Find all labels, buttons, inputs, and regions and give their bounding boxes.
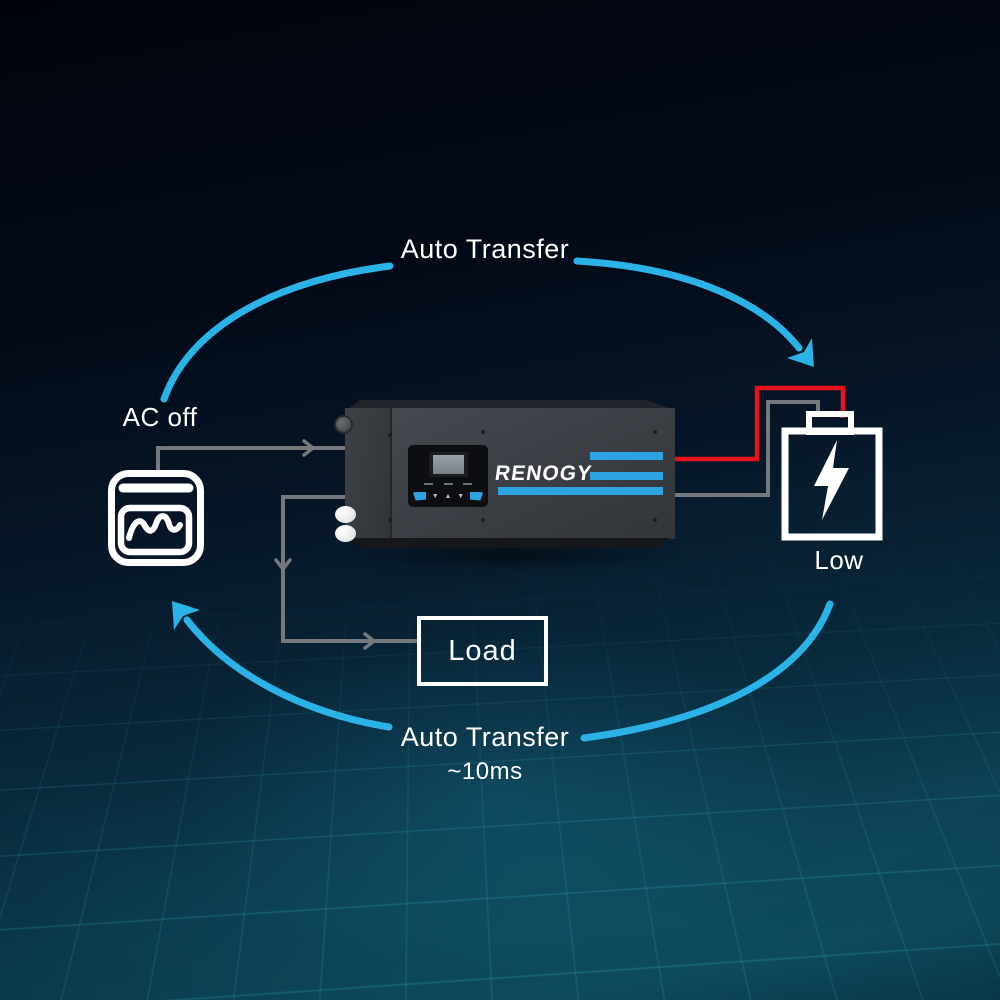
inverter-blue-stripe	[498, 487, 663, 495]
ac-off-label: AC off	[95, 402, 225, 433]
inverter-device: ▼ ▲ ▼ RENOGY	[345, 400, 675, 548]
screw-icon	[481, 430, 485, 434]
screw-icon	[388, 433, 392, 437]
renogy-brand-label: RENOGY	[493, 462, 593, 486]
lightning-bolt-icon	[814, 440, 849, 520]
load-box: Load	[417, 616, 548, 686]
arrow-up-button-icon: ▲	[445, 492, 452, 501]
inverter-blue-stripe	[590, 472, 663, 480]
transfer-time-label: ~10ms	[340, 758, 630, 786]
cycle-arc-bottom-left	[187, 620, 389, 727]
panel-button-right	[470, 492, 483, 501]
panel-button-left	[413, 492, 426, 501]
cycle-arc-top-right	[577, 261, 799, 348]
screw-icon	[653, 518, 657, 522]
arrow-down-button-icon: ▼	[457, 492, 464, 501]
inverter-lcd-screen	[433, 455, 464, 474]
battery-low-label: Low	[777, 545, 901, 576]
panel-micro-labels	[424, 483, 472, 485]
inverter-knob	[336, 417, 351, 432]
screw-icon	[481, 518, 485, 522]
auto-transfer-bottom-label: Auto Transfer	[340, 722, 630, 753]
screw-icon	[653, 430, 657, 434]
arrow-down-button-icon: ▼	[432, 492, 439, 501]
inverter-connector-2	[335, 525, 356, 542]
inverter-connector-1	[335, 506, 356, 523]
panel-buttons: ▼ ▲ ▼	[413, 490, 483, 502]
load-label: Load	[448, 635, 517, 668]
inverter-base	[350, 538, 670, 548]
cycle-arc-top-left	[164, 266, 390, 399]
screw-icon	[388, 518, 392, 522]
ac-waveform-icon	[106, 467, 206, 567]
inverter-control-panel: ▼ ▲ ▼	[408, 445, 488, 507]
cycle-arc-bottom-right	[584, 604, 830, 738]
battery-bolt-icon	[781, 404, 883, 544]
auto-transfer-top-label: Auto Transfer	[340, 234, 630, 265]
inverter-blue-stripe	[590, 452, 663, 460]
